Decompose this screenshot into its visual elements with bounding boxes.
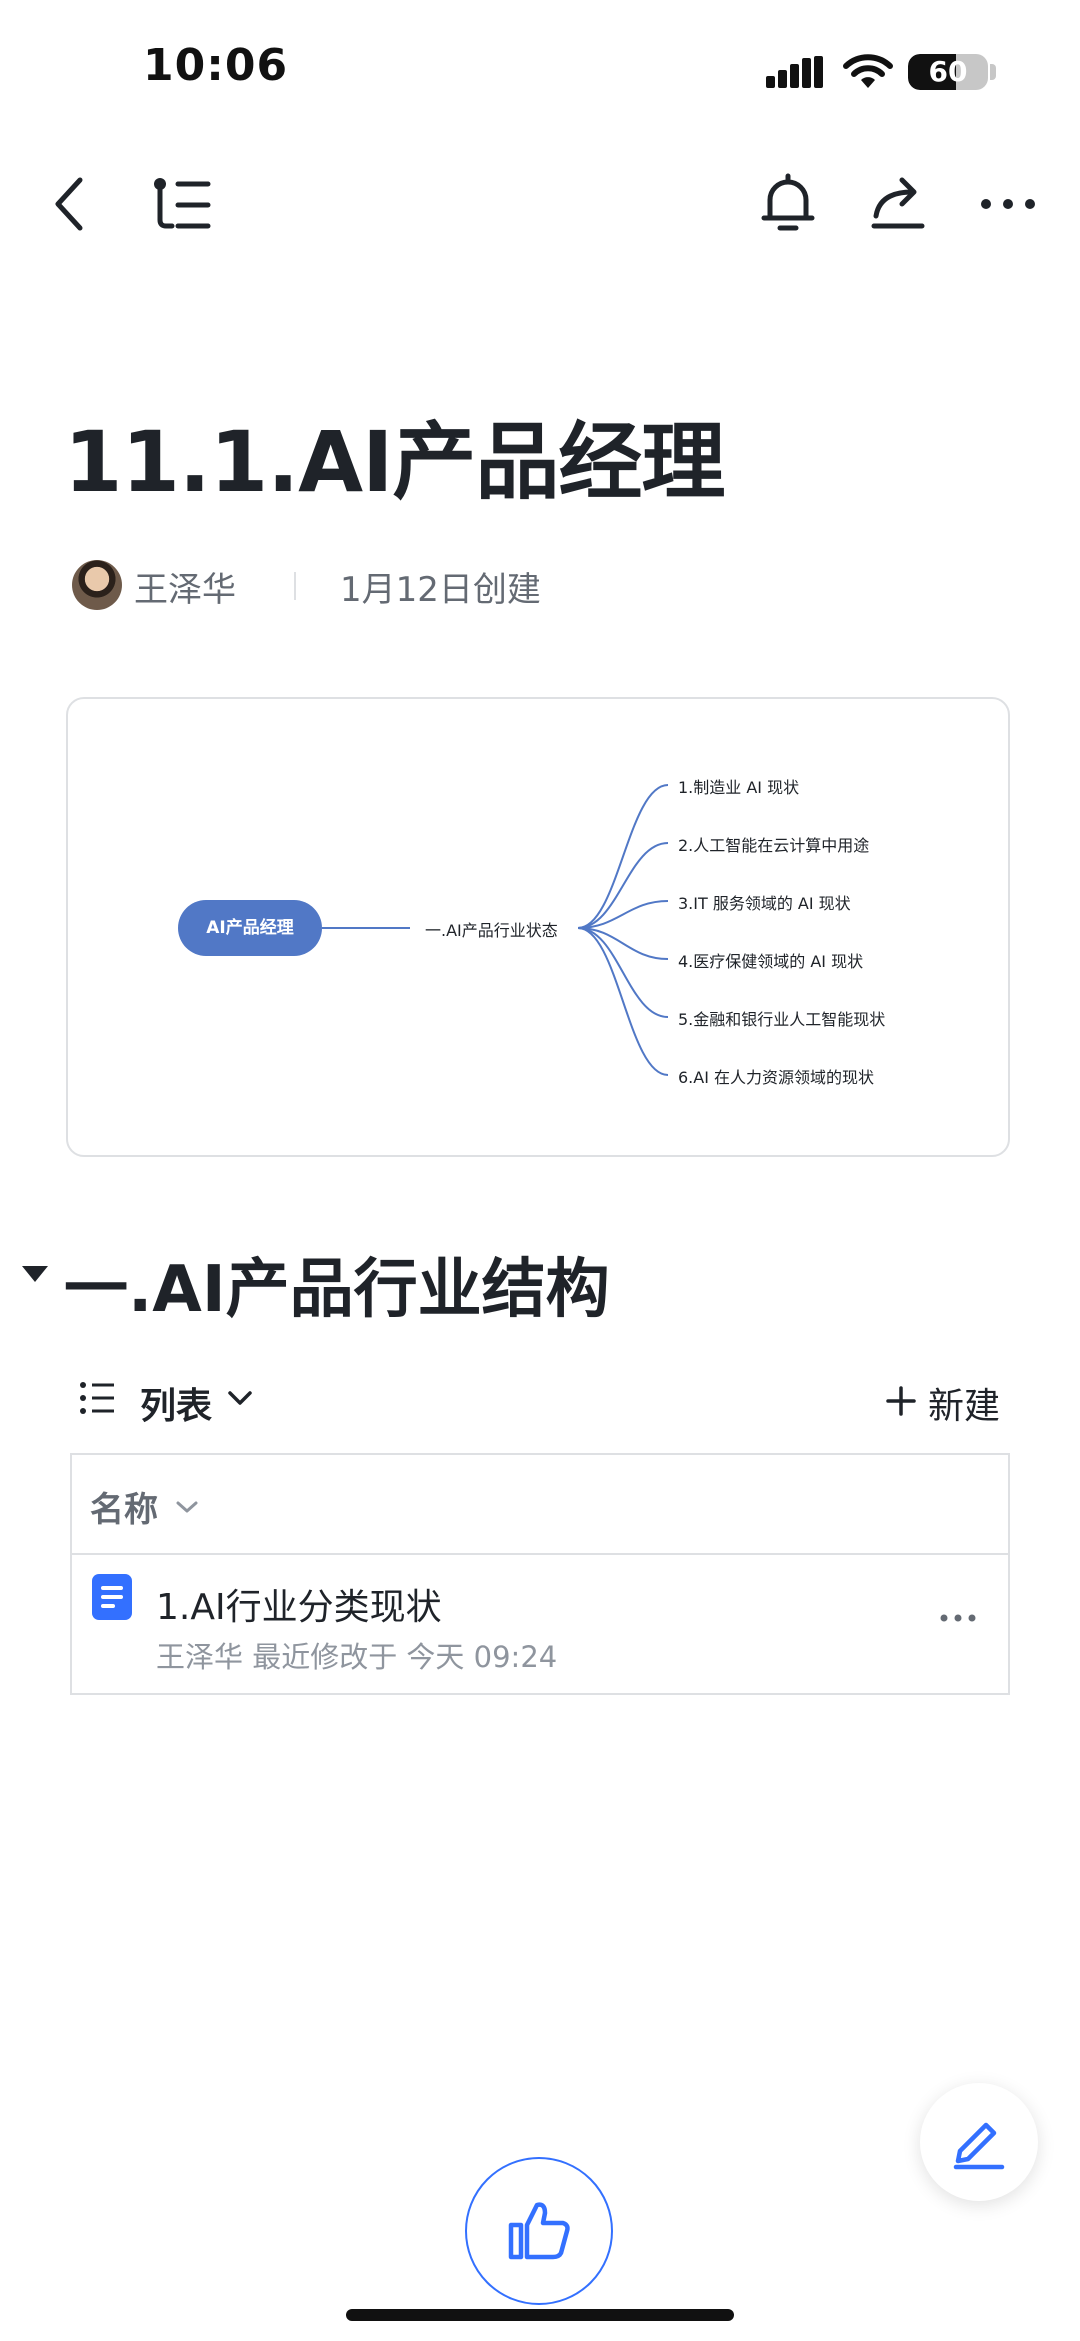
- doc-list-table: [70, 1453, 1010, 1695]
- author-name[interactable]: 王泽华: [134, 570, 236, 610]
- row-subtitle: 王泽华 最近修改于 今天 09:24: [156, 1640, 558, 1674]
- list-view-icon[interactable]: [80, 1382, 116, 1414]
- share-icon[interactable]: [870, 176, 926, 232]
- mindmap-connector: [577, 927, 669, 960]
- mindmap-root-node[interactable]: AI产品经理: [178, 900, 322, 956]
- avatar[interactable]: [72, 560, 122, 610]
- mindmap-leaf-node[interactable]: 1.制造业 AI 现状: [678, 778, 800, 797]
- new-item-button[interactable]: 新建: [928, 1386, 1001, 1427]
- document-icon: [92, 1574, 132, 1620]
- row-title[interactable]: 1.AI行业分类现状: [156, 1587, 442, 1628]
- thumbs-up-icon: [508, 2202, 570, 2260]
- row-more-icon[interactable]: [940, 1614, 976, 1622]
- mindmap-branch-node[interactable]: 一.AI产品行业状态: [425, 921, 558, 940]
- page-title: 11.1.AI产品经理: [64, 413, 725, 511]
- view-switch-label[interactable]: 列表: [140, 1386, 213, 1427]
- column-header-name[interactable]: 名称: [90, 1490, 158, 1530]
- mindmap-leaf-node[interactable]: 5.金融和银行业人工智能现状: [678, 1010, 886, 1029]
- table-header: [72, 1455, 1008, 1555]
- like-button[interactable]: [465, 2157, 613, 2305]
- mindmap-connectors: [322, 784, 669, 1076]
- mindmap-connector: [577, 784, 669, 929]
- battery-percent: 60: [928, 55, 968, 88]
- edit-button[interactable]: [920, 2083, 1038, 2201]
- mindmap-connector: [577, 842, 669, 929]
- collapse-triangle-icon[interactable]: [22, 1266, 48, 1282]
- battery-tip: [990, 64, 996, 80]
- mindmap-leaf-node[interactable]: 2.人工智能在云计算中用途: [678, 836, 870, 855]
- plus-icon[interactable]: [886, 1386, 916, 1416]
- battery-indicator: 60: [908, 54, 988, 90]
- bell-icon[interactable]: [761, 173, 815, 234]
- pencil-icon: [953, 2122, 1005, 2170]
- home-indicator[interactable]: [346, 2309, 734, 2321]
- mindmap-connector: [577, 927, 669, 1018]
- mindmap-connector: [577, 927, 669, 1076]
- wifi-icon: [843, 54, 893, 88]
- section-heading: 一.AI产品行业结构: [64, 1253, 610, 1327]
- mindmap-leaf-node[interactable]: 4.医疗保健领域的 AI 现状: [678, 952, 864, 971]
- chevron-left-icon[interactable]: [50, 176, 90, 232]
- status-time: 10:06: [143, 40, 289, 91]
- mindmap-connector: [577, 900, 669, 929]
- battery-fill: [908, 54, 956, 90]
- chevron-down-icon[interactable]: [228, 1390, 252, 1406]
- more-horizontal-icon[interactable]: [980, 198, 1036, 210]
- created-date: 1月12日创建: [340, 570, 541, 610]
- sort-chevron-icon[interactable]: [176, 1500, 198, 1514]
- cellular-signal-icon: [766, 56, 823, 88]
- outline-list-icon[interactable]: [150, 176, 212, 232]
- mindmap-leaf-node[interactable]: 6.AI 在人力资源领域的现状: [678, 1068, 875, 1087]
- mindmap-block[interactable]: [66, 697, 1010, 1157]
- meta-divider: [294, 572, 296, 600]
- mindmap-leaf-node[interactable]: 3.IT 服务领域的 AI 现状: [678, 894, 851, 913]
